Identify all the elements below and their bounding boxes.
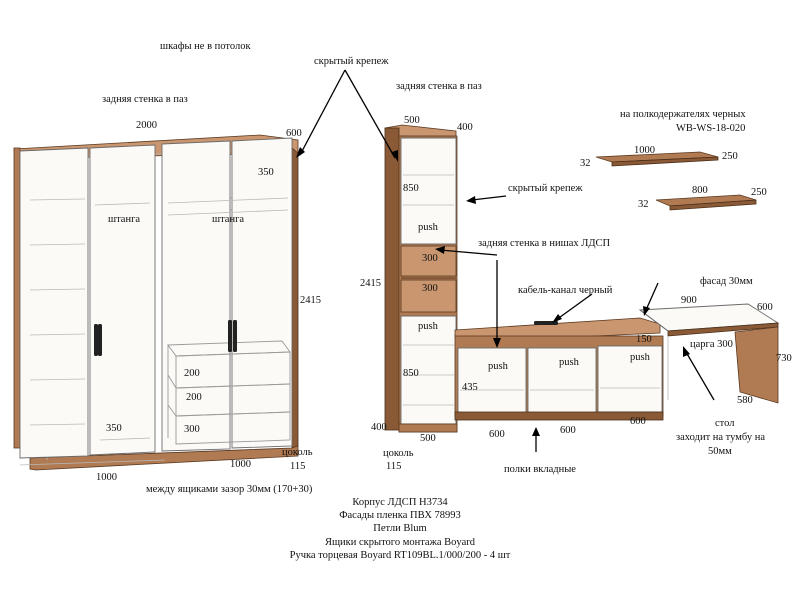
annotation-arrows (296, 69, 715, 452)
wardrobe-wireframe (29, 197, 289, 441)
label-table-3: 50мм (708, 446, 732, 457)
dim-d400-bottom: 400 (371, 422, 387, 433)
desk-leg (734, 326, 779, 404)
wardrobe-handle-4 (233, 320, 237, 352)
wardrobe-door-3 (161, 140, 231, 452)
label-rail-2: штанга (212, 214, 244, 225)
dim-w2000: 2000 (136, 120, 157, 131)
left-wardrobe (13, 134, 299, 471)
wardrobe-handle-2 (98, 324, 102, 356)
label-back-wall-left: задняя стенка в паз (102, 94, 188, 105)
spec-notes: Корпус ЛДСП Н3734 Фасады пленка ПВХ 7899… (250, 496, 550, 562)
label-table-1: стол (715, 418, 734, 429)
dim-h300-b: 300 (422, 283, 438, 294)
label-table-2: заходит на тумбу на (676, 432, 765, 443)
label-push-3: push (488, 361, 509, 372)
dim-shelf800: 800 (692, 185, 708, 196)
label-hidden-fix-mid: скрытый крепеж (508, 183, 583, 194)
dim-h300: 300 (184, 424, 200, 435)
label-back-wall-niches: задняя стенка в нишах ЛДСП (478, 238, 611, 249)
label-push-2: push (418, 321, 439, 332)
tall-cabinet (384, 124, 458, 433)
wardrobe-handle-1 (94, 324, 98, 356)
dim-plinth115-left: 115 (290, 461, 305, 472)
label-tsarga: царга 300 (690, 339, 733, 350)
dim-w500-bottom: 500 (420, 433, 436, 444)
label-plinth-left: цоколь (282, 447, 313, 458)
wardrobe-right-side (291, 147, 299, 453)
dim-shelf250-b: 250 (751, 187, 767, 198)
low-cabinet-drawer-1 (457, 347, 527, 415)
labels: шкафы не в потолок задняя стенка в паз с… (96, 41, 792, 495)
dim-h350-top: 350 (258, 167, 274, 178)
label-shelf-holders: на полкодержателях черных (620, 109, 746, 120)
dim-h2415-right: 2415 (360, 278, 381, 289)
dim-shelf250-a: 250 (722, 151, 738, 162)
dim-shelf32-a: 32 (580, 158, 591, 169)
dim-h150: 150 (636, 334, 652, 345)
dim-h850-top: 850 (403, 183, 419, 194)
wardrobe-handle-3 (228, 320, 232, 352)
label-drawer-shelves: полки вкладные (504, 464, 576, 475)
spec-note-3: Петли Blum (373, 523, 427, 535)
dim-h350-bottom: 350 (106, 423, 122, 434)
dim-table900: 900 (681, 295, 697, 306)
dim-plinth115-right: 115 (386, 461, 401, 472)
spec-note-5: Ручка торцевая Boyard RT109BL.1/000/200 … (289, 549, 511, 561)
label-hidden-fix-top: скрытый крепеж (314, 56, 389, 67)
label-push-1: push (418, 222, 439, 233)
spec-note-4: Ящики скрытого монтажа Boyard (324, 536, 476, 548)
dim-w600-a: 600 (489, 429, 505, 440)
dim-h300-a: 300 (422, 253, 438, 264)
dim-d580: 580 (737, 395, 753, 406)
dim-h2415-left: 2415 (300, 295, 321, 306)
wardrobe-door-2 (89, 144, 156, 456)
dim-h850-bottom: 850 (403, 368, 419, 379)
dim-h730: 730 (776, 353, 792, 364)
dim-shelf1000: 1000 (634, 145, 655, 156)
wardrobe-door-4 (231, 137, 293, 449)
wardrobe-drawers (167, 340, 291, 445)
tall-cabinet-left-side (384, 127, 400, 431)
dim-h200-b: 200 (186, 392, 202, 403)
dim-w600-b: 600 (560, 425, 576, 436)
wardrobe-door-1 (19, 147, 89, 459)
tall-cabinet-upper-door (400, 137, 457, 245)
dim-h435: 435 (462, 382, 478, 393)
label-push-4: push (559, 357, 580, 368)
label-back-wall-right: задняя стенка в паз (396, 81, 482, 92)
dim-w1000-left: 1000 (96, 472, 117, 483)
wardrobe-left-edge (13, 147, 21, 449)
spec-note-2: Фасады пленка ПВХ 78993 (339, 510, 461, 522)
dim-w600-c: 600 (630, 416, 646, 427)
tall-cabinet-niche-2 (400, 279, 457, 313)
dim-w500-top: 500 (404, 115, 420, 126)
low-cabinets (454, 317, 664, 421)
spec-note-1: Корпус ЛДСП Н3734 (352, 497, 448, 508)
dim-w1000-right: 1000 (230, 459, 251, 470)
label-ceiling-note: шкафы не в потолок (160, 41, 251, 52)
dim-shelf32-b: 32 (638, 199, 649, 210)
low-cabinet-drawer-3 (597, 345, 663, 413)
label-plinth-right: цоколь (383, 448, 414, 459)
label-cable-channel: кабель-канал черный (518, 285, 613, 296)
label-drawer-gap: между ящиками зазор 30мм (170+30) (146, 484, 313, 495)
low-cabinet-drawer-2 (527, 347, 597, 415)
dim-table600: 600 (757, 302, 773, 313)
dim-d400-top: 400 (457, 122, 473, 133)
cable-channel-slot (534, 321, 558, 325)
dim-h200-a: 200 (184, 368, 200, 379)
wall-shelves (595, 151, 757, 211)
label-rail-1: штанга (108, 214, 140, 225)
label-push-5: push (630, 352, 651, 363)
wardrobe-plinth (29, 445, 299, 471)
label-facade: фасад 30мм (700, 276, 753, 287)
label-shelf-holder-code: WB-WS-18-020 (676, 123, 745, 134)
dim-d600-left: 600 (286, 128, 302, 139)
